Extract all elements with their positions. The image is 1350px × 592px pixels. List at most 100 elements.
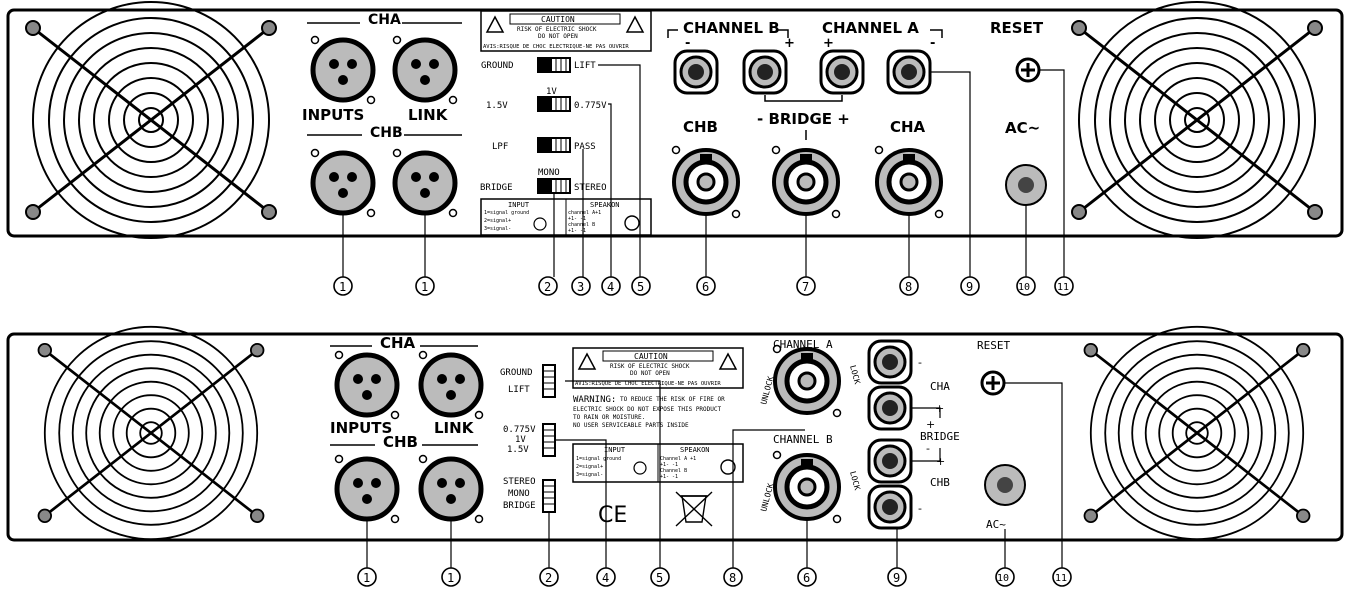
top-callout-11-number: 11: [1057, 282, 1069, 293]
top-chb-out-label: CHB: [683, 118, 718, 136]
top-pinout-speakon-title: SPEAKON: [590, 201, 620, 209]
bottom-chb-label: CHB: [383, 433, 418, 451]
bottom-channel-b-label: CHANNEL B: [773, 433, 833, 446]
bottom-avis-text: AVIS:RISQUE DE CHOC ELECTRIQUE-NE PAS OU…: [575, 381, 721, 387]
bottom-stereo-label: STEREO: [503, 477, 536, 487]
bottom-pinout-speakon-l4: +1- -1: [660, 474, 678, 480]
top-lpf-switch[interactable]: [537, 137, 571, 153]
bottom-ac-label: AC~: [986, 518, 1006, 531]
top-callout-7-number: 7: [802, 280, 809, 294]
top-chb-minus-jack[interactable]: [673, 49, 719, 95]
top-channel-b-plus: +: [784, 36, 795, 51]
bottom-bridge-switch-label: BRIDGE: [503, 501, 536, 511]
bottom-reset-label: RESET: [977, 339, 1010, 352]
top-pinout-speakon-l3: channel B: [568, 222, 595, 228]
top-lpf-label: LPF: [492, 142, 508, 152]
top-callout-9-number: 9: [966, 280, 973, 294]
bottom-warning-line1: TO REDUCE THE RISK OF FIRE OR: [620, 396, 725, 403]
bottom-chb-minus-jack[interactable]: [867, 484, 913, 530]
top-chb-input-xlr[interactable]: [312, 150, 375, 217]
bottom-reset-plus-icon: [986, 376, 1000, 390]
top-callout-6-number: 6: [702, 280, 709, 294]
top-chb-link-xlr[interactable]: [394, 150, 457, 217]
top-mode-switch[interactable]: [537, 178, 571, 194]
top-stereo-label: STEREO: [574, 183, 607, 193]
top-pinout-input-l1: 1=signal ground: [484, 210, 529, 216]
top-cha-link-xlr[interactable]: [394, 37, 457, 104]
bottom-ground-label: GROUND: [500, 368, 533, 378]
top-pinout-speakon-l2: +1- -1: [568, 216, 586, 222]
bottom-pinout-input-l1: 1=signal ground: [576, 456, 621, 462]
bottom-bridge-plus-sign: +: [926, 418, 935, 431]
bottom-bridge-minus-sign: -: [926, 442, 930, 455]
bottom-pinout-speakon-icon: [720, 459, 736, 475]
bottom-cha-minus-jack[interactable]: [867, 339, 913, 385]
bottom-15v-label: 1.5V: [507, 445, 529, 455]
top-callout-5-number: 5: [637, 280, 644, 294]
top-chb-plus-jack[interactable]: [742, 49, 788, 95]
bottom-ground-lift-switch[interactable]: [542, 364, 556, 398]
bottom-chb-input-xlr[interactable]: [336, 456, 399, 523]
bottom-lift-label: LIFT: [508, 385, 530, 395]
bottom-cha-plus-jack[interactable]: [867, 385, 913, 431]
top-callout-1b-number: 1: [421, 280, 428, 294]
top-mono-label: MONO: [538, 168, 560, 178]
top-cha-input-xlr[interactable]: [312, 37, 375, 104]
top-channel-b-minus: -: [685, 36, 690, 51]
bottom-warning-title: WARNING:: [573, 395, 616, 405]
top-ground-label: GROUND: [481, 61, 514, 71]
bottom-mode-switch[interactable]: [542, 479, 556, 513]
bottom-panel: CHA INPUTS LINK CHB GROUND LIFT 0.775V 1…: [6, 325, 1344, 587]
top-pinout-input-title: INPUT: [508, 201, 530, 209]
bottom-pinout-input-l3: 3=signal-: [576, 472, 603, 478]
bottom-pinout-speakon-l1: Channel A +1: [660, 456, 696, 462]
bottom-sensitivity-switch[interactable]: [542, 423, 556, 457]
top-link-label: LINK: [408, 106, 449, 124]
top-cha-out-label: CHA: [890, 118, 926, 136]
bottom-channel-a-label: CHANNEL A: [773, 338, 833, 351]
top-bridge-switch-label: BRIDGE: [480, 183, 513, 193]
bottom-caution-line1: RISK OF ELECTRIC SHOCK: [610, 363, 690, 370]
top-15v-label: 1.5V: [486, 101, 508, 111]
bottom-1v-label: 1V: [515, 435, 526, 445]
top-callout-3-number: 3: [577, 280, 584, 294]
bottom-callout-2-number: 2: [545, 571, 552, 585]
bottom-callout-1b-number: 1: [447, 571, 454, 585]
bottom-warning-line4: NO USER SERVICEABLE PARTS INSIDE: [573, 422, 689, 429]
top-panel: CHA INPUTS LINK CHB GROUND LIFT 1V 1.5V …: [6, 0, 1344, 296]
bottom-caution-line2: DO NOT OPEN: [630, 370, 670, 377]
top-cha-plus-jack[interactable]: [819, 49, 865, 95]
bottom-pinout-xlr-icon: [633, 461, 647, 475]
top-callout-8-number: 8: [905, 280, 912, 294]
bottom-link-label: LINK: [434, 419, 475, 437]
bottom-chb-link-xlr[interactable]: [420, 456, 483, 523]
top-channel-a-plus: +: [823, 36, 834, 51]
bottom-cha-link-xlr[interactable]: [420, 352, 483, 419]
top-chb-label: CHB: [370, 125, 403, 141]
bottom-weee-bin-icon: [675, 491, 713, 527]
bottom-warning-line2: ELECTRIC SHOCK DO NOT EXPOSE THIS PRODUC…: [573, 406, 721, 413]
bottom-pinout-speakon-l3: Channel B: [660, 468, 687, 474]
top-pinout-speakon-l4: +1- -1: [568, 228, 586, 234]
top-pinout-input-l2: 2=signal+: [484, 218, 511, 224]
bottom-chb-out-label: CHB: [930, 476, 950, 489]
bottom-cha-label: CHA: [380, 334, 416, 352]
bottom-callout-8-number: 8: [729, 571, 736, 585]
top-cha-minus-jack[interactable]: [886, 49, 932, 95]
top-callouts: [342, 64, 1065, 277]
bottom-pinout-speakon-title: SPEAKON: [680, 446, 710, 454]
bottom-chb-plus-sign: +: [936, 455, 945, 468]
top-ground-lift-switch[interactable]: [537, 57, 571, 73]
bottom-warning-line3: TO RAIN OR MOISTURE.: [573, 414, 645, 421]
top-channel-b-label: CHANNEL B: [683, 19, 780, 37]
top-callout-4-number: 4: [607, 280, 614, 294]
top-sensitivity-switch[interactable]: [537, 96, 571, 112]
bottom-callout-4-number: 4: [602, 571, 609, 585]
top-callout-2-number: 2: [544, 280, 551, 294]
bottom-cha-input-xlr[interactable]: [336, 352, 399, 419]
top-caution-line2: DO NOT OPEN: [538, 33, 578, 40]
bottom-callout-1a-number: 1: [363, 571, 370, 585]
top-ac-label: AC~: [1005, 119, 1040, 137]
bottom-chb-plus-jack[interactable]: [867, 438, 913, 484]
